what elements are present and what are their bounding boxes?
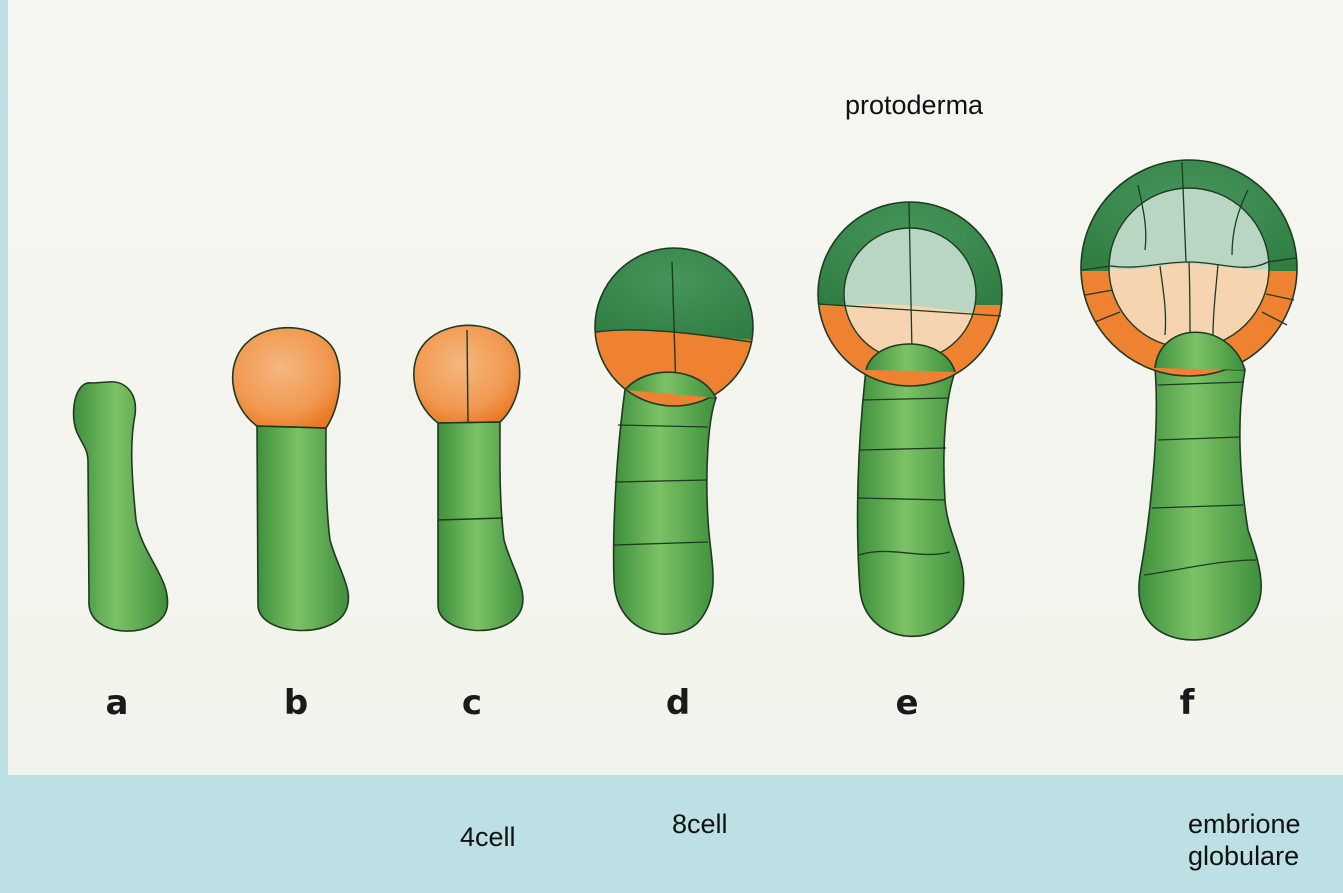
stage-label-e: e [887, 683, 927, 723]
protoderma-caption: protoderma [845, 90, 983, 122]
caption-8cell: 8cell [672, 809, 728, 841]
stage-b-embryo [233, 328, 349, 631]
stage-label-b: b [276, 683, 316, 723]
stage-d-embryo [590, 240, 760, 634]
caption-embrione-line2: globulare [1188, 841, 1301, 873]
stage-f-embryo [1075, 155, 1305, 640]
stage-label-d: d [658, 683, 698, 723]
stage-a-embryo [74, 382, 168, 631]
caption-embrione-line1: embrione [1188, 809, 1301, 841]
stage-e-embryo [810, 190, 1010, 636]
caption-embrione-globulare: embrione globulare [1188, 809, 1301, 872]
stage-label-a: a [97, 683, 137, 723]
caption-4cell: 4cell [460, 822, 516, 854]
stage-label-f: f [1167, 683, 1207, 723]
stage-label-c: c [452, 683, 492, 723]
stage-c-embryo [414, 325, 523, 630]
